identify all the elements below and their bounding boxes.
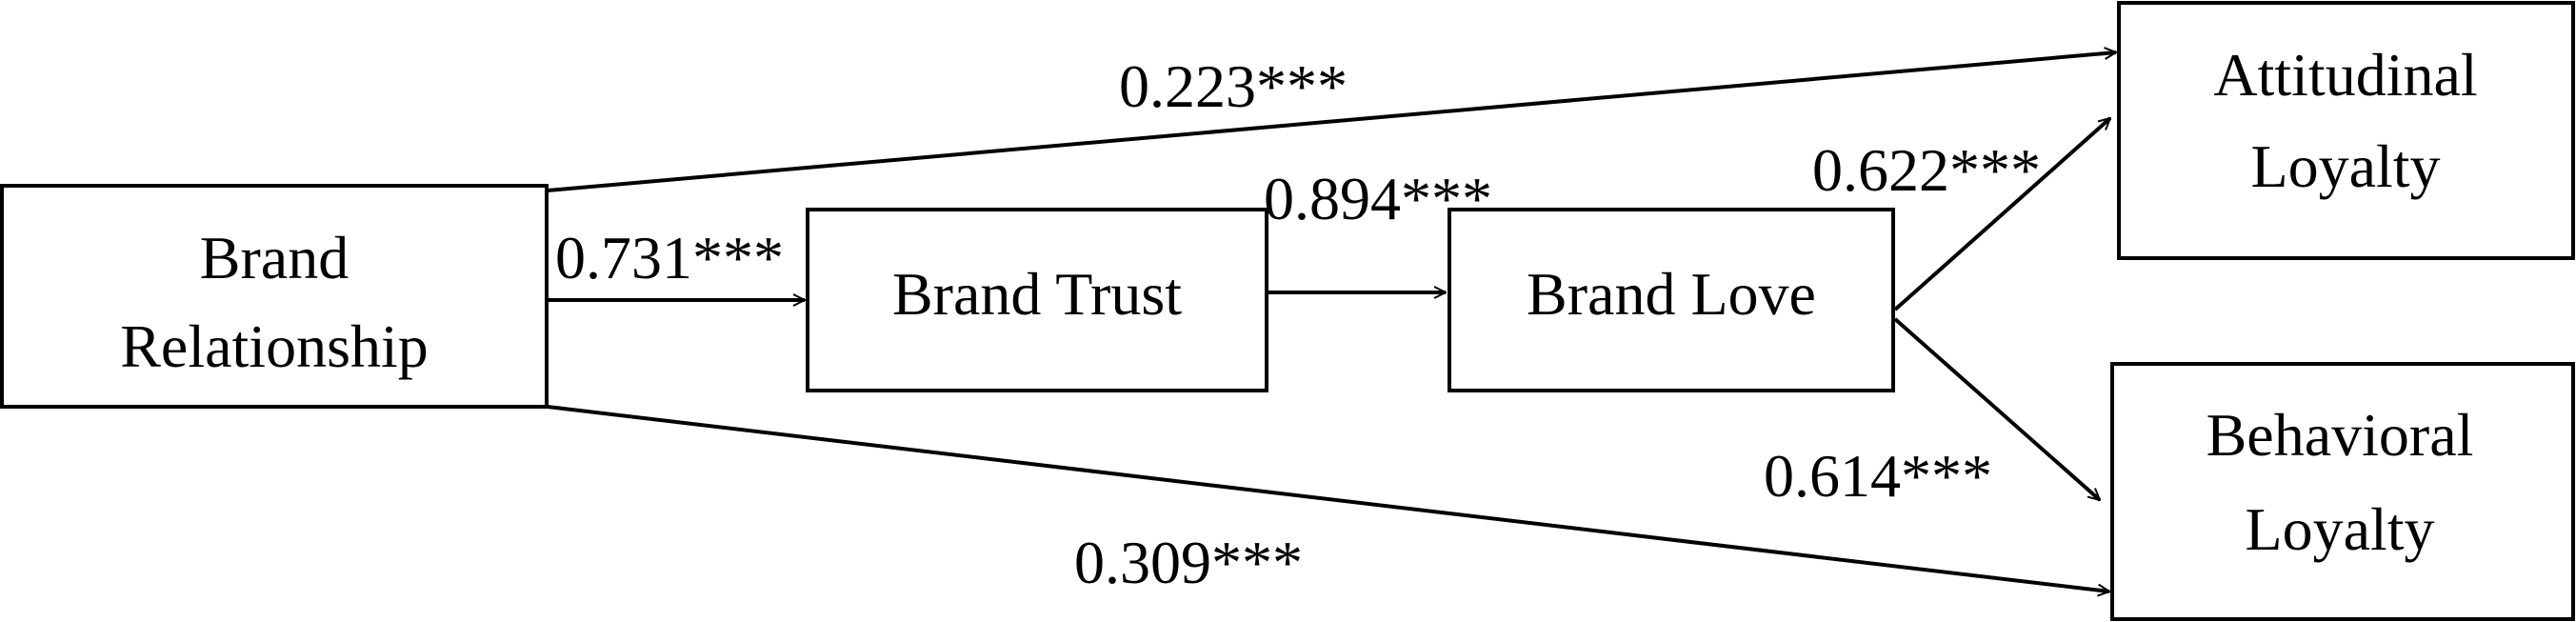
- node-brand-relationship-line-2: Relationship: [120, 312, 429, 380]
- coef-love-to-behavioral: 0.614***: [1764, 442, 1992, 510]
- coef-love-to-attitudinal: 0.622***: [1812, 136, 2041, 204]
- coef-relationship-to-behavioral: 0.309***: [1074, 529, 1303, 596]
- node-brand-trust: Brand Trust: [806, 208, 1268, 392]
- node-behavioral-loyalty: Behavioral Loyalty: [2110, 362, 2575, 621]
- node-attitudinal-loyalty: Attitudinal Loyalty: [2117, 1, 2575, 260]
- node-brand-trust-line-1: Brand Trust: [892, 260, 1182, 328]
- node-behavioral-loyalty-line-1: Behavioral: [2207, 401, 2474, 469]
- edge-relationship-to-behavioral: [547, 405, 2109, 592]
- coef-relationship-to-attitudinal: 0.223***: [1119, 52, 1348, 120]
- node-behavioral-loyalty-line-2: Loyalty: [2245, 495, 2434, 563]
- edge-love-to-attitudinal: [1893, 116, 2110, 311]
- edge-relationship-to-attitudinal: [547, 52, 2116, 192]
- node-brand-love: Brand Love: [1448, 208, 1895, 392]
- node-attitudinal-loyalty-line-1: Attitudinal: [2213, 41, 2477, 109]
- node-brand-relationship: Brand Relationship: [0, 184, 549, 409]
- edge-love-to-behavioral: [1893, 317, 2100, 502]
- coef-relationship-to-trust: 0.731***: [555, 224, 784, 291]
- coef-trust-to-love: 0.894***: [1264, 165, 1492, 232]
- node-brand-relationship-line-1: Brand: [200, 224, 349, 291]
- node-attitudinal-loyalty-line-2: Loyalty: [2250, 132, 2440, 200]
- node-brand-love-line-1: Brand Love: [1527, 260, 1816, 328]
